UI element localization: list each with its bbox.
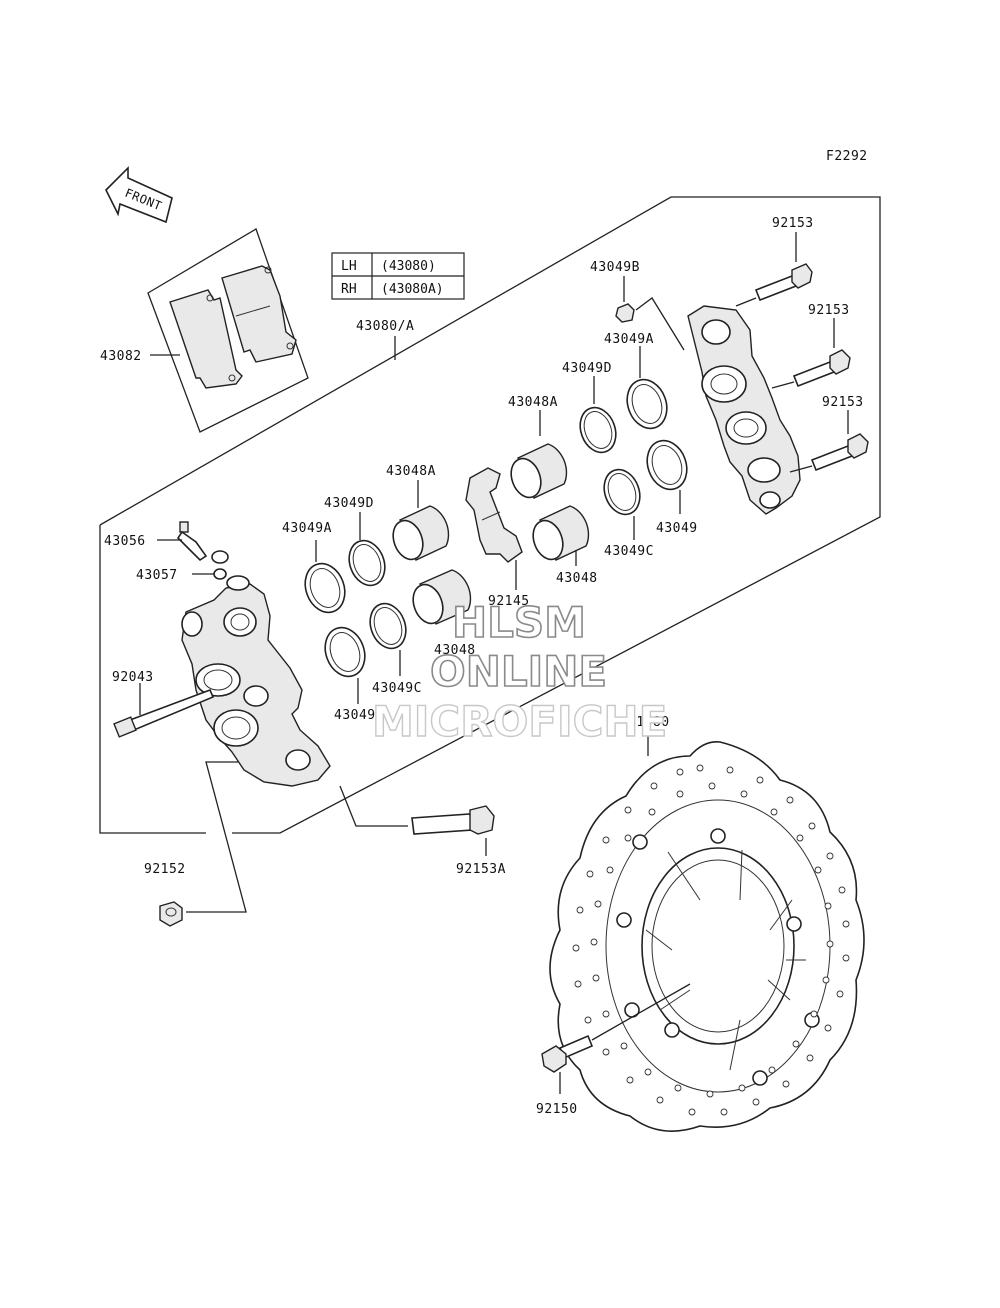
caliper-bolt-mid (792, 349, 851, 388)
seal-left (324, 626, 366, 678)
label-seal-a-right: 43049A (604, 332, 654, 347)
label-brake-pads: 43082 (100, 349, 142, 364)
label-piston-left: 43048 (434, 643, 476, 658)
seal-d-right (579, 406, 617, 454)
label-seal-c-left: 43049C (372, 681, 422, 696)
watermark: HLSM ONLINE MICROFICHE (371, 597, 668, 747)
label-nut: 92152 (144, 862, 186, 877)
left-caliper-body (181, 583, 331, 787)
bleeder-valve (176, 521, 229, 564)
nut (159, 901, 183, 927)
caliper-bolt-low (810, 433, 869, 472)
piston-a-right (510, 443, 568, 499)
seal-right (646, 439, 688, 491)
disc-vent-holes (572, 764, 850, 1116)
seal-a-right (626, 378, 668, 430)
pad-spring (465, 467, 523, 563)
side-legend-table: LH (43080) RH (43080A) (331, 252, 465, 300)
label-caliper-bolt-top: 92153 (772, 216, 814, 231)
caliper-assembly-outline (99, 196, 881, 834)
legend-rh-part: (43080A) (381, 282, 444, 297)
piston-a-left (392, 505, 450, 561)
label-piston-right: 43048 (556, 571, 598, 586)
figure-code: F2292 (826, 149, 868, 164)
seal-c-left (369, 602, 407, 650)
label-pad-pin: 92043 (112, 670, 154, 685)
label-seal-left: 43049 (334, 708, 376, 723)
watermark-line3: MICROFICHE (372, 697, 667, 746)
legend-lh-part: (43080) (381, 259, 436, 274)
label-pad-spring: 92145 (488, 594, 530, 609)
bleeder-cap (213, 568, 227, 580)
right-caliper-body (687, 305, 801, 515)
label-bleeder-valve: 43056 (104, 534, 146, 549)
label-seal-right: 43049 (656, 521, 698, 536)
disc-bolt (541, 1034, 594, 1073)
watermark-line2: ONLINE (430, 647, 607, 696)
label-caliper-bolt-mid: 92153 (808, 303, 850, 318)
label-caliper-bolt-low: 92153 (822, 395, 864, 410)
caliper-bolt-top (754, 263, 813, 302)
seal-c-right (603, 468, 641, 516)
caliper-bolt-a (411, 805, 495, 835)
piston-left (412, 569, 472, 625)
disc-bolt-holes (616, 828, 820, 1086)
label-disc-bolt: 92150 (536, 1102, 578, 1117)
label-seal-d-right: 43049D (562, 361, 612, 376)
label-piston-a-left: 43048A (386, 464, 436, 479)
seal-a-left (304, 562, 346, 614)
pad-pin (113, 688, 215, 738)
legend-lh-side: LH (341, 259, 357, 274)
label-seal-d-left: 43049D (324, 496, 374, 511)
legend-rh-side: RH (341, 282, 357, 297)
seal-d-left (348, 539, 386, 587)
watermark-line1: HLSM (452, 598, 586, 647)
label-brake-disc: 41080 (628, 715, 670, 730)
label-seal-b: 43049B (590, 260, 640, 275)
label-seal-a-left: 43049A (282, 521, 332, 536)
label-bleeder-cap: 43057 (136, 568, 178, 583)
label-piston-a-right: 43048A (508, 395, 558, 410)
front-arrow-icon: FRONT (105, 166, 173, 224)
label-caliper-bolt-a: 92153A (456, 862, 506, 877)
piston-right (532, 505, 590, 561)
label-assembly: 43080/A (356, 319, 414, 334)
seal-b (615, 303, 635, 323)
brake-disc (549, 740, 865, 1132)
label-seal-c-right: 43049C (604, 544, 654, 559)
brake-pads (147, 228, 309, 433)
